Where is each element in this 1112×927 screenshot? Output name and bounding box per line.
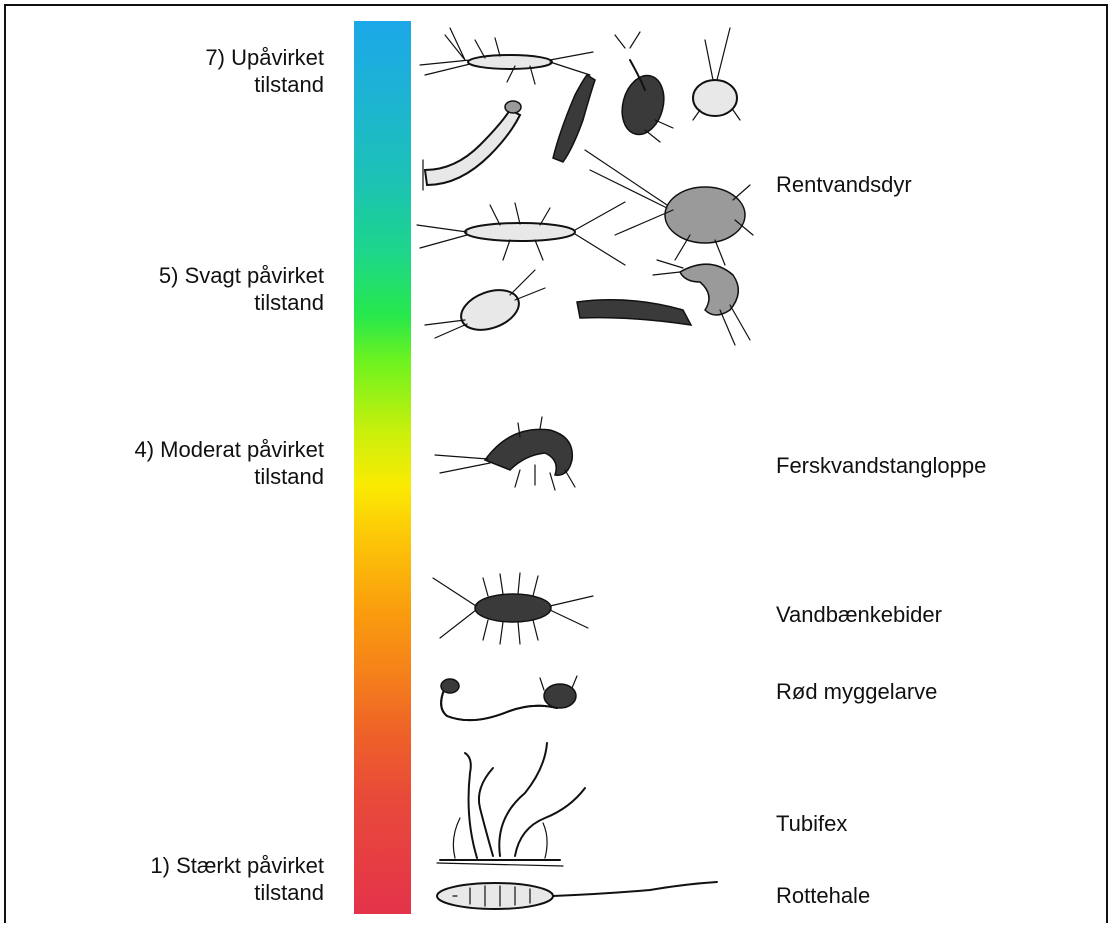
species-label-roed-myggelarve: Rød myggelarve (776, 678, 937, 705)
rat-tailed-maggot-icon (435, 878, 725, 912)
state-label-5-line1: 5) Svagt påvirket (159, 262, 324, 289)
state-label-4-line1: 4) Moderat påvirket (134, 436, 324, 463)
caddis-larva-icon (423, 101, 521, 190)
state-label-7-line2: tilstand (205, 71, 324, 98)
species-label-vandbaenkebider: Vandbænkebider (776, 601, 942, 628)
state-label-4-line2: tilstand (134, 463, 324, 490)
mayfly-stonefly-caddis-group-icon (415, 20, 765, 350)
state-label-5-line2: tilstand (159, 289, 324, 316)
caddis-case-long-icon (577, 300, 691, 325)
caddis-case-icon (553, 75, 595, 162)
state-label-7: 7) Upåvirket tilstand (205, 44, 324, 98)
stonefly-top-icon (420, 28, 593, 84)
freshwater-shrimp-icon (430, 415, 580, 495)
bloodworm-larva-icon (432, 668, 582, 728)
tubifex-worm-icon (435, 738, 595, 868)
species-label-rottehale: Rottehale (776, 882, 870, 909)
mayfly-nymph-top-icon (615, 32, 673, 142)
species-label-rentvandsdyr: Rentvandsdyr (776, 171, 912, 198)
water-louse-icon (428, 568, 598, 648)
mayfly-large-icon (585, 150, 753, 265)
state-label-7-line1: 7) Upåvirket (205, 44, 324, 71)
nymph-lower-icon (425, 270, 545, 338)
state-label-4: 4) Moderat påvirket tilstand (134, 436, 324, 490)
state-label-1-line2: tilstand (150, 879, 324, 906)
water-mite-icon (693, 28, 740, 120)
stonefly-middle-icon (417, 202, 625, 265)
pollution-gradient-bar (354, 21, 411, 914)
state-label-1-line1: 1) Stærkt påvirket (150, 852, 324, 879)
state-label-1: 1) Stærkt påvirket tilstand (150, 852, 324, 906)
species-label-tubifex: Tubifex (776, 810, 847, 837)
state-label-5: 5) Svagt påvirket tilstand (159, 262, 324, 316)
amphipod-right-icon (653, 260, 750, 345)
species-label-ferskvandstangloppe: Ferskvandstangloppe (776, 452, 986, 479)
